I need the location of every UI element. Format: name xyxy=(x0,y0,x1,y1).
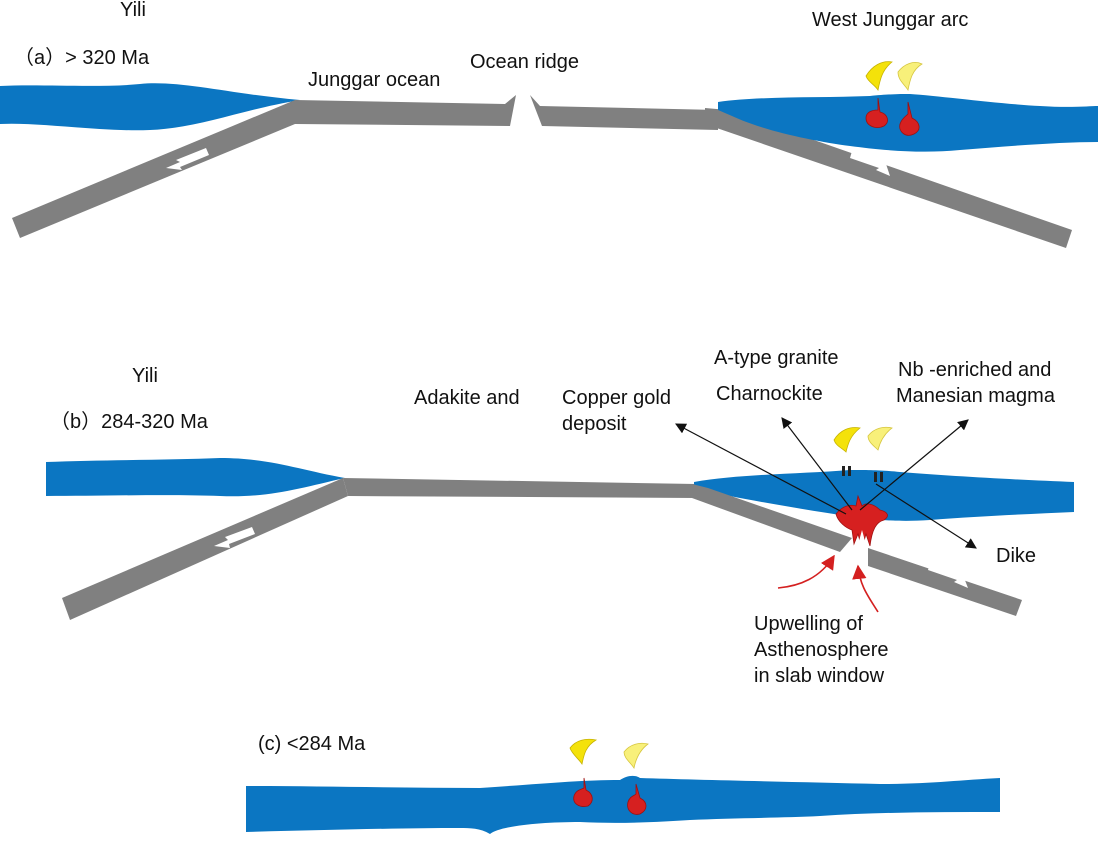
dike-mark xyxy=(874,472,877,482)
dike-mark xyxy=(848,466,851,476)
upwelling-label-line3: in slab window xyxy=(754,665,885,687)
ocean-plate-b xyxy=(343,478,696,498)
yili-label-a: Yili xyxy=(120,0,146,21)
yili-crust-b xyxy=(46,458,345,497)
panel-a-age-label: （a）> 320 Ma xyxy=(14,46,150,69)
upwelling-arrow-right xyxy=(852,564,879,613)
panel-c-age-label: (c) <284 Ma xyxy=(258,733,366,755)
junggar-ocean-label: Junggar ocean xyxy=(308,69,440,91)
volcano-icon xyxy=(833,427,861,453)
right-slab-upper-b xyxy=(692,484,852,552)
magma-body-icon xyxy=(627,783,647,815)
adakite-label: Adakite and xyxy=(414,387,520,409)
copper-gold-label-line2: deposit xyxy=(562,413,627,435)
leader-copper-gold xyxy=(675,423,847,515)
ocean-plate-left-a xyxy=(295,95,516,126)
leader-nb-magma xyxy=(859,419,969,511)
magma-body-icon xyxy=(573,777,593,807)
panel-a: Yili （a）> 320 Ma Junggar ocean Ocean rid… xyxy=(0,0,1098,248)
copper-gold-label-line1: Copper gold xyxy=(562,387,671,409)
merged-crust-c xyxy=(246,775,1000,834)
volcano-icon xyxy=(897,62,923,92)
leader-dike xyxy=(875,483,977,549)
magma-body-icon xyxy=(865,97,888,128)
slab-window-gap xyxy=(856,530,868,552)
right-slab-a xyxy=(705,108,1072,248)
dike-mark xyxy=(842,466,845,476)
ocean-plate-right-a xyxy=(530,95,718,130)
charnockite-label: Charnockite xyxy=(716,383,823,405)
arc-crust-b xyxy=(694,470,1074,521)
magma-body-icon xyxy=(899,101,920,136)
left-slab-b xyxy=(62,478,348,620)
nb-enriched-label-line1: Nb -enriched and xyxy=(898,359,1051,381)
a-type-granite-label: A-type granite xyxy=(714,347,839,369)
magma-cluster-icon xyxy=(835,494,888,550)
leader-charnockite xyxy=(781,417,853,511)
subduction-arrow-right-a xyxy=(850,151,890,176)
yili-crust-a xyxy=(0,83,300,131)
panel-c: (c) <284 Ma xyxy=(246,733,1000,834)
upwelling-arrow-left xyxy=(777,554,835,589)
panel-b: Yili （b）284-320 Ma Adakite and Copper go… xyxy=(46,347,1074,687)
west-junggar-arc-label: West Junggar arc xyxy=(812,9,968,31)
nb-enriched-label-line2: Manesian magma xyxy=(896,385,1056,407)
ocean-ridge-label: Ocean ridge xyxy=(470,51,579,73)
volcano-icon xyxy=(867,426,893,451)
volcano-icon xyxy=(569,738,598,766)
upwelling-label-line2: Asthenosphere xyxy=(754,639,889,661)
upwelling-label-line1: Upwelling of xyxy=(754,613,863,635)
dike-label: Dike xyxy=(996,545,1036,567)
subduction-arrow-left-a xyxy=(166,148,209,170)
dike-mark xyxy=(880,472,883,482)
panel-b-age-label: （b）284-320 Ma xyxy=(50,410,209,433)
volcano-icon xyxy=(623,742,649,770)
volcano-icon xyxy=(865,61,893,92)
right-slab-lower-b xyxy=(868,548,1022,616)
subduction-arrow-left-b xyxy=(214,527,255,548)
subduction-arrow-right-b xyxy=(928,563,968,588)
left-slab-a xyxy=(12,100,295,238)
yili-label-b: Yili xyxy=(132,365,158,387)
